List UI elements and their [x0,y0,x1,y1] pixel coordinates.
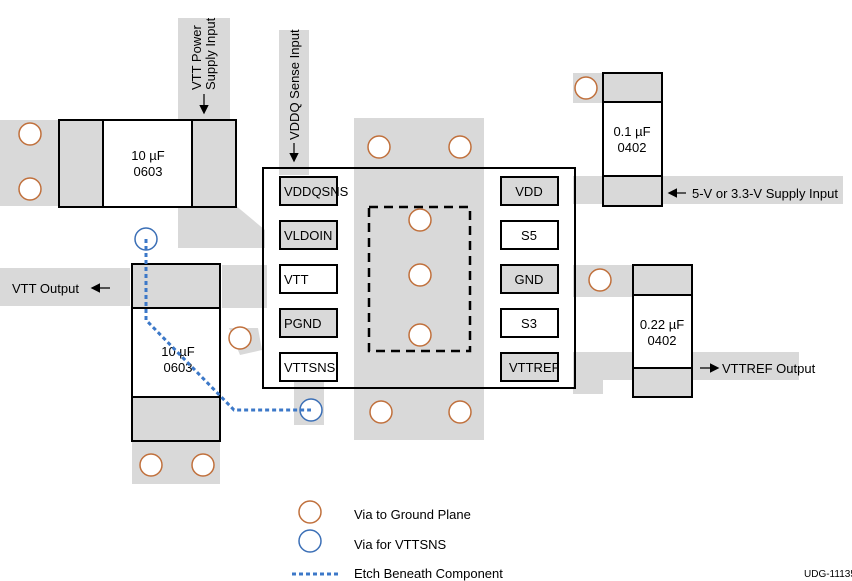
legend-ground-via-label: Via to Ground Plane [354,507,471,522]
right-pins: VDD S5 GND S3 VTTREF [500,176,560,382]
copper-traces [0,18,843,484]
ground-via [18,122,42,146]
ic-package [262,167,576,389]
legend: Via to Ground Plane Via for VTTSNS Etch … [292,500,503,581]
vttref-output-label: VTTREF Output [722,361,816,376]
cap-value: 10 µF [131,148,165,163]
vtt-power-label-line2: Supply Input [203,17,218,90]
cap-value: 0.1 µF [613,124,650,139]
ground-via [448,135,472,159]
capacitor-mid-left: 10 µF 0603 [131,263,221,442]
pin-label-s3: S3 [521,316,537,331]
ground-via [228,326,252,350]
ground-via [139,453,163,477]
etch-beneath-component [144,239,311,412]
legend-vttsns-via-icon [298,529,322,553]
pin-label-gnd: GND [515,272,544,287]
ground-via [408,263,432,287]
pin-label-vttsns: VTTSNS [284,360,336,375]
ground-via [18,177,42,201]
legend-vttsns-via-label: Via for VTTSNS [354,537,447,552]
pin-label-s5: S5 [521,228,537,243]
thermal-pad [367,205,472,353]
legend-ground-via-icon [298,500,322,524]
pin-label-vddqsns: VDDQSNS [284,184,349,199]
capacitor-top-left: 10 µF 0603 [58,119,237,208]
cap-package: 0603 [164,360,193,375]
pin-label-vttref: VTTREF [509,360,560,375]
supply-input-label: 5-V or 3.3-V Supply Input [692,186,838,201]
legend-etch-label: Etch Beneath Component [354,566,503,581]
capacitor-mid-right: 0.22 µF 0402 [632,264,693,398]
ground-via [408,208,432,232]
cap-value: 0.22 µF [640,317,684,332]
signal-arrows [90,94,720,373]
ground-via [191,453,215,477]
ground-via [369,400,393,424]
ground-via [408,323,432,347]
ground-vias [18,76,612,477]
ground-via [588,268,612,292]
capacitor-top-right: 0.1 µF 0402 [602,72,663,207]
pin-label-pgnd: PGND [284,316,322,331]
ground-via [367,135,391,159]
vtt-power-label-line1: VTT Power [189,25,204,90]
cap-value: 10 µF [161,344,195,359]
left-pins: VDDQSNS VLDOIN VTT PGND VTTSNS [279,176,349,382]
ground-via [448,400,472,424]
pin-label-vdd: VDD [515,184,542,199]
ground-via [574,76,598,100]
vtt-output-label: VTT Output [12,281,79,296]
cap-package: 0402 [648,333,677,348]
pin-label-vldoin: VLDOIN [284,228,332,243]
cap-package: 0603 [134,164,163,179]
pin-label-vtt: VTT [284,272,309,287]
figure-id: UDG-11135 [804,569,852,580]
vddq-sense-label: VDDQ Sense Input [287,29,302,140]
cap-package: 0402 [618,140,647,155]
